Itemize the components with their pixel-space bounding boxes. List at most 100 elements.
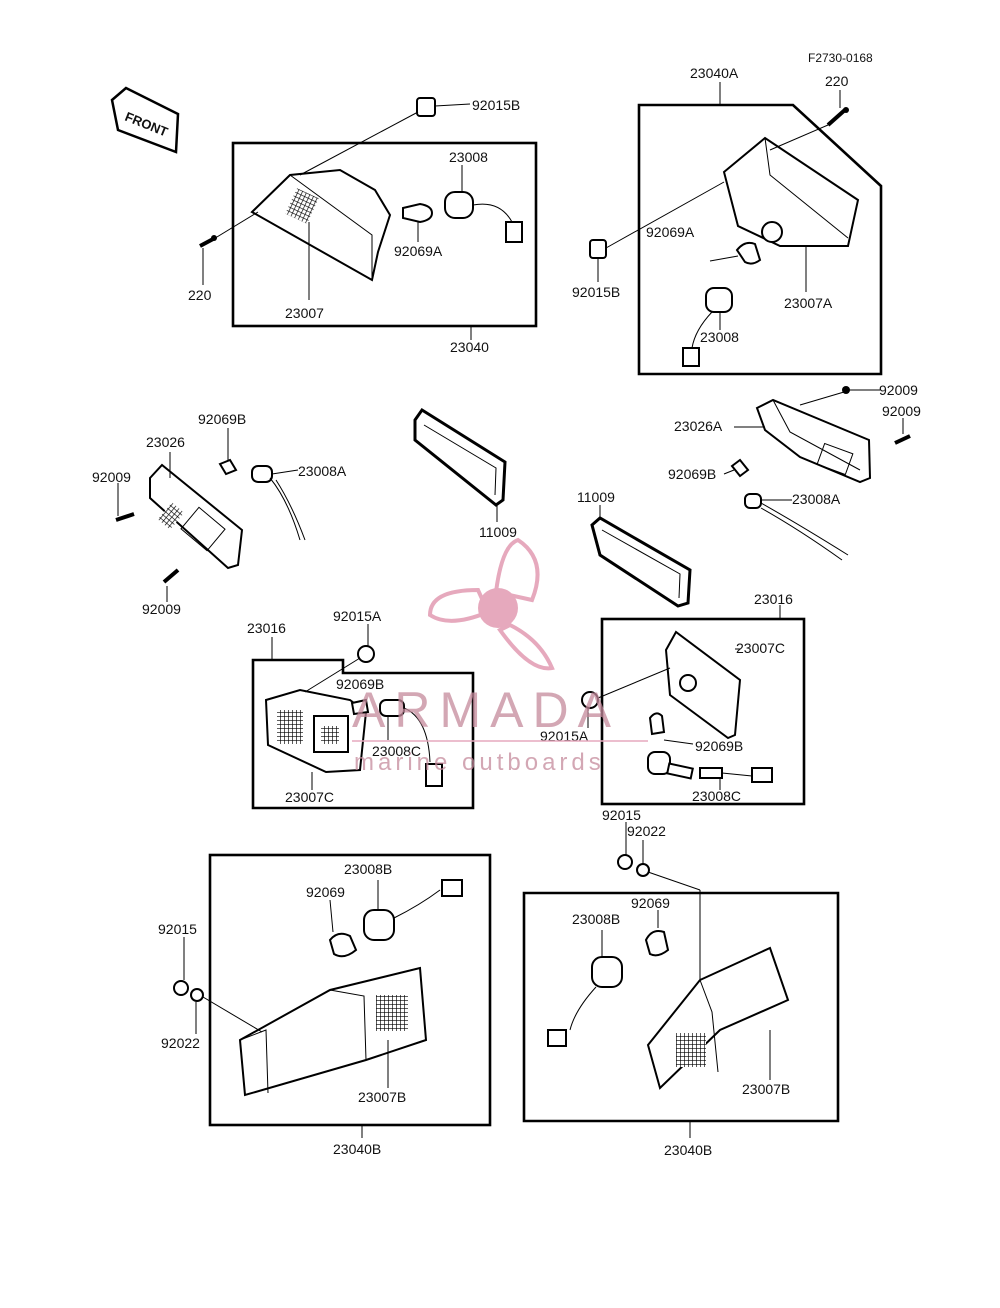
screw-220-topright [826,107,849,127]
propeller-hub-icon [478,588,518,628]
bulb-92069B-center-right [648,712,666,736]
label-92009-midleft-top: 92009 [92,469,131,485]
bulb-92069A-right [735,241,762,265]
assembly-frame-23040 [231,141,538,328]
washer-92022-bottomright [636,863,650,877]
assembly-frame-23040B-left [208,853,492,1127]
front-arrow-icon: FRONT [110,86,180,154]
label-92069A-right: 92069A [646,224,695,240]
label-92009-midleft-bottom: 92009 [142,601,181,617]
screw-92009-midleft-bottom [162,568,180,584]
socket-23008C-right [647,751,773,783]
socket-23008B-right [547,956,623,1047]
label-23008: 23008 [449,149,488,165]
label-23007C-left: 23007C [285,789,334,805]
label-23008A-right: 23008A [792,491,841,507]
label-23026A: 23026A [674,418,723,434]
bulb-92069A [402,202,434,224]
label-23007: 23007 [285,305,324,321]
assembly-frame-23040B-right [522,891,840,1123]
group-top-left: 92015B 23008 92069A 220 23007 23040 [188,97,538,355]
label-23007B-left: 23007B [358,1089,406,1105]
label-92015-bottomright: 92015 [602,807,641,823]
label-23026: 23026 [146,434,185,450]
screw-92009-midright-bottom [894,434,911,445]
label-92015B-right: 92015B [572,284,620,300]
label-11009-right: 11009 [577,489,615,505]
group-gaskets: 11009 11009 [413,407,692,608]
label-23040B-left: 23040B [333,1141,381,1157]
group-center-right: 23016 23007C 92015A 92069B 23008C [540,591,806,806]
lens-23007 [250,168,392,282]
label-92022-bottomleft: 92022 [161,1035,200,1051]
nut-92015A-left [357,645,375,663]
label-92069B-right: 92069B [668,466,716,482]
nut-92015A-right [581,691,599,709]
nut-92015-bottomright [617,854,633,870]
label-23040: 23040 [450,339,489,355]
group-top-right: 23040A 220 92069A 92015B 23007A 23008 [572,65,883,376]
socket-23008A-right [744,493,849,561]
lens-23007C-right [664,630,742,740]
label-23007C-right: 23007C [736,640,785,656]
label-23008-right: 23008 [700,329,739,345]
label-220: 220 [188,287,212,303]
gasket-11009-right [590,516,692,608]
clip-92015B [416,97,436,117]
group-bottom-right: 92015 92022 92069 23008B 23007B 23040B [522,807,840,1158]
bulb-92069B-right [730,458,750,478]
label-92069-right: 92069 [631,895,670,911]
label-11009-left: 11009 [479,524,517,540]
label-92009-midright-top: 92009 [879,382,918,398]
label-23008B-left: 23008B [344,861,392,877]
bulb-92069-right [644,930,670,957]
assembly-frame-23016-left [251,658,475,810]
watermark-brand: ARMADA [352,682,620,738]
lens-23026 [149,463,244,570]
label-92015-bottomleft: 92015 [158,921,197,937]
washer-92022-bottomleft [190,988,204,1002]
label-23040B-right: 23040B [664,1142,712,1158]
label-23016-left: 23016 [247,620,286,636]
label-23007A: 23007A [784,295,833,311]
label-92069A: 92069A [394,243,443,259]
armada-watermark: ARMADA marine outboards [352,537,648,776]
label-23040A: 23040A [690,65,739,81]
group-mid-right: 92009 92009 23026A 92069B 23008A [668,382,921,561]
label-23008C-right: 23008C [692,788,741,804]
label-92069B-center-left: 92069B [336,676,384,692]
lens-23026A [755,398,872,484]
label-92015B: 92015B [472,97,520,113]
assembly-frame-23016-right [600,617,806,806]
label-23008C-left: 23008C [372,743,421,759]
label-92069-left: 92069 [306,884,345,900]
label-23016-right: 23016 [754,591,793,607]
propeller-logo-icon [427,537,555,671]
gasket-11009-left [413,407,507,507]
label-220-right: 220 [825,73,849,89]
label-92009-midright-bottom: 92009 [882,403,921,419]
bulb-92069B-center-left [350,698,370,716]
screw-220-topleft [199,235,217,248]
group-center-left: 23016 92015A 92069B 23008C 23007C [247,608,475,810]
socket-23008 [444,191,523,243]
label-23007B-right: 23007B [742,1081,790,1097]
label-92069B-center-right: 92069B [695,738,743,754]
socket-23008C-left [379,699,443,787]
label-92015A-right: 92015A [540,728,589,744]
lens-grid-icon [285,188,319,224]
label-92015A-left: 92015A [333,608,382,624]
assembly-frame-23040A [637,103,883,376]
clip-92015B-right [589,239,607,259]
label-92022-bottomright: 92022 [627,823,666,839]
watermark-tagline: marine outboards [354,749,605,776]
group-mid-left: 92069B 23026 23008A 92009 92009 [92,411,347,617]
bulb-92069B-left [218,458,238,476]
socket-23008-right [682,287,733,367]
label-23008B-right: 23008B [572,911,620,927]
group-bottom-left: 23008B 92069 92015 92022 23007B 23040B [158,853,492,1157]
nut-92015-bottomleft [173,980,189,996]
socket-23008B-left [363,879,463,941]
figure-id: F2730-0168 [808,51,873,65]
label-92069B-left: 92069B [198,411,246,427]
